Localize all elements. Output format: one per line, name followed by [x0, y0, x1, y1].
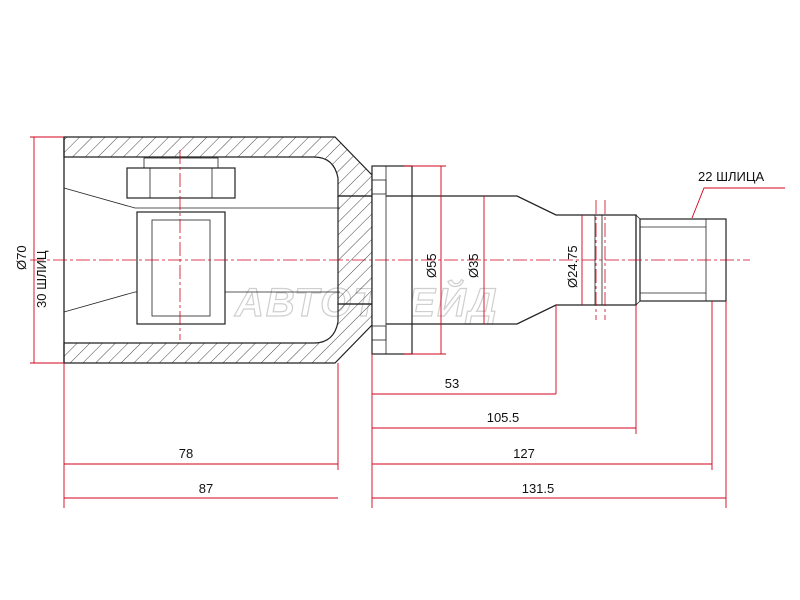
label-outer-diameter: Ø70: [14, 245, 29, 270]
label-length-78: 78: [179, 446, 193, 461]
label-outer-splines: 22 ШЛИЦА: [698, 169, 764, 184]
joint-housing: [63, 136, 373, 364]
label-diameter-24: Ø24.75: [565, 245, 580, 288]
label-length-53: 53: [445, 376, 459, 391]
tripod-hub: [136, 211, 226, 325]
label-length-105: 105.5: [487, 410, 520, 425]
dimension-lines: [30, 136, 785, 508]
center-lines: [30, 150, 750, 340]
label-inner-splines: 30 ШЛИЦ: [34, 250, 49, 308]
tripod-roller: [126, 167, 236, 199]
label-length-131: 131.5: [522, 481, 555, 496]
label-diameter-55: Ø55: [424, 253, 439, 278]
label-length-87: 87: [199, 481, 213, 496]
housing-end-plate: [337, 195, 373, 305]
label-length-127: 127: [513, 446, 535, 461]
label-diameter-35: Ø35: [466, 253, 481, 278]
tripod-spider: [126, 157, 236, 325]
